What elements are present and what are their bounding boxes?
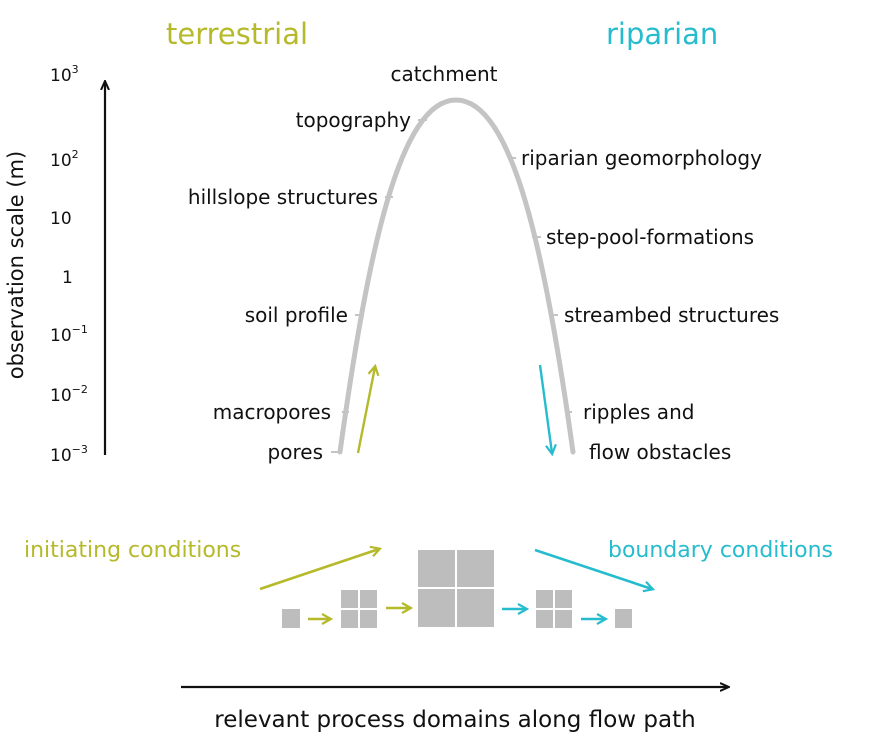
y-tick-label: 103 <box>50 63 79 86</box>
domain-boxes <box>282 550 632 628</box>
terrestrial-header: terrestrial <box>166 17 308 51</box>
y-tick-label: 1 <box>62 268 73 288</box>
label-riparian-geomorphology: riparian geomorphology <box>521 146 762 170</box>
y-tick-label: 102 <box>50 148 79 171</box>
y-axis-title: observation scale (m) <box>4 151 28 380</box>
box-large-center <box>418 550 494 627</box>
y-tick-label: 10 <box>50 209 72 229</box>
upscaling-arrow <box>356 367 375 454</box>
boundary-conditions-label: boundary conditions <box>608 538 833 563</box>
y-tick-label: 10−2 <box>50 383 88 406</box>
box-medium-left <box>341 590 377 628</box>
downscaling-arrow <box>538 364 552 453</box>
scale-curve <box>337 97 576 455</box>
x-axis-title: relevant process domains along flow path <box>214 707 695 733</box>
label-step-pool-formations: step-pool-formations <box>546 225 754 249</box>
y-tick-label: 10−3 <box>50 443 88 466</box>
label-flow-obstacles: flow obstacles <box>589 440 731 464</box>
label-soil-profile: soil profile <box>245 303 348 327</box>
riparian-labels: riparian geomorphology step-pool-formati… <box>508 146 779 464</box>
label-ripples-and: ripples and <box>583 400 694 424</box>
riparian-header: riparian <box>606 17 718 51</box>
terrestrial-labels: topography hillslope structures soil pro… <box>188 108 427 464</box>
catchment-label: catchment <box>390 62 497 86</box>
box-small-left <box>282 609 300 628</box>
box-small-right <box>615 609 632 628</box>
label-streambed-structures: streambed structures <box>564 303 779 327</box>
label-pores: pores <box>268 440 323 464</box>
boundary-arrow <box>534 548 652 589</box>
initiating-conditions-label: initiating conditions <box>24 538 241 563</box>
label-macropores: macropores <box>213 400 331 424</box>
y-tick-label: 10−1 <box>50 323 88 346</box>
box-medium-right <box>536 590 572 628</box>
initiating-arrow <box>259 549 379 591</box>
label-hillslope-structures: hillslope structures <box>188 185 378 209</box>
label-topography: topography <box>296 108 412 132</box>
